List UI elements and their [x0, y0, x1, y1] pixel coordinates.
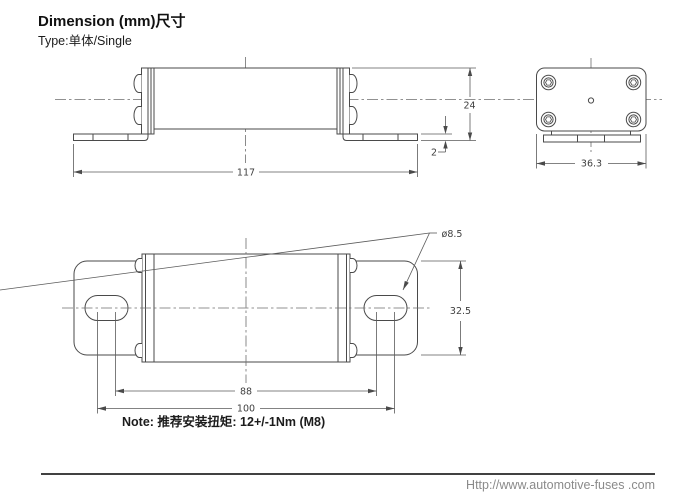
bolt-head-bump: [349, 106, 358, 125]
dim-bracket-thickness: 2: [421, 116, 452, 159]
bolt-head-bump: [134, 258, 142, 273]
torque-note: Note: 推荐安装扭矩: 12+/-1Nm (M8): [122, 415, 326, 429]
dim-8.5-label: ø8.5: [442, 229, 463, 240]
dim-117-label: 117: [237, 168, 255, 179]
left-foot: [73, 133, 149, 141]
fuse-body-side: [153, 67, 338, 130]
foot-strip-end: [543, 134, 641, 143]
dim-88-label: 88: [240, 387, 252, 398]
bolt-head-bump: [350, 258, 358, 273]
dim-bracket-width: 32.5: [421, 260, 471, 356]
bolt-head-bump: [133, 106, 142, 125]
dim-overall-length: 117: [73, 144, 418, 179]
bolt-head-bump: [350, 343, 358, 358]
page-title: Dimension (mm)尺寸: [38, 13, 186, 30]
bolt-head-bump: [134, 343, 142, 358]
footer-url: Http://www.automotive-fuses .com: [466, 478, 655, 492]
bolt-head-bump: [133, 74, 142, 93]
center-mark: [587, 97, 595, 104]
dim-hole-diameter: ø8.5: [0, 229, 463, 291]
dim-32.5-label: 32.5: [450, 306, 471, 317]
dim-overall-height: 24: [352, 67, 476, 141]
fuse-body-end: [536, 67, 647, 132]
bolt-head-bump: [349, 74, 358, 93]
footer-divider: [41, 473, 655, 475]
dim-2-label: 2: [431, 148, 437, 159]
right-bracket-plate-side: [342, 67, 350, 135]
left-bracket-plate-side: [141, 67, 149, 135]
dim-100-label: 100: [237, 404, 255, 415]
dim-hole-outer-spacing: 100: [97, 312, 395, 415]
right-foot: [342, 133, 418, 141]
dim-24-label: 24: [463, 101, 475, 112]
dim-36.3-label: 36.3: [581, 159, 602, 170]
end-view: 36.3: [536, 58, 647, 170]
type-label: Type:单体/Single: [38, 34, 132, 48]
front-view: ø8.5 32.5 88: [0, 229, 471, 415]
side-view: 117 24 2: [55, 57, 662, 179]
dim-hole-inner-spacing: 88: [115, 312, 377, 398]
dim-body-width: 36.3: [536, 134, 647, 170]
